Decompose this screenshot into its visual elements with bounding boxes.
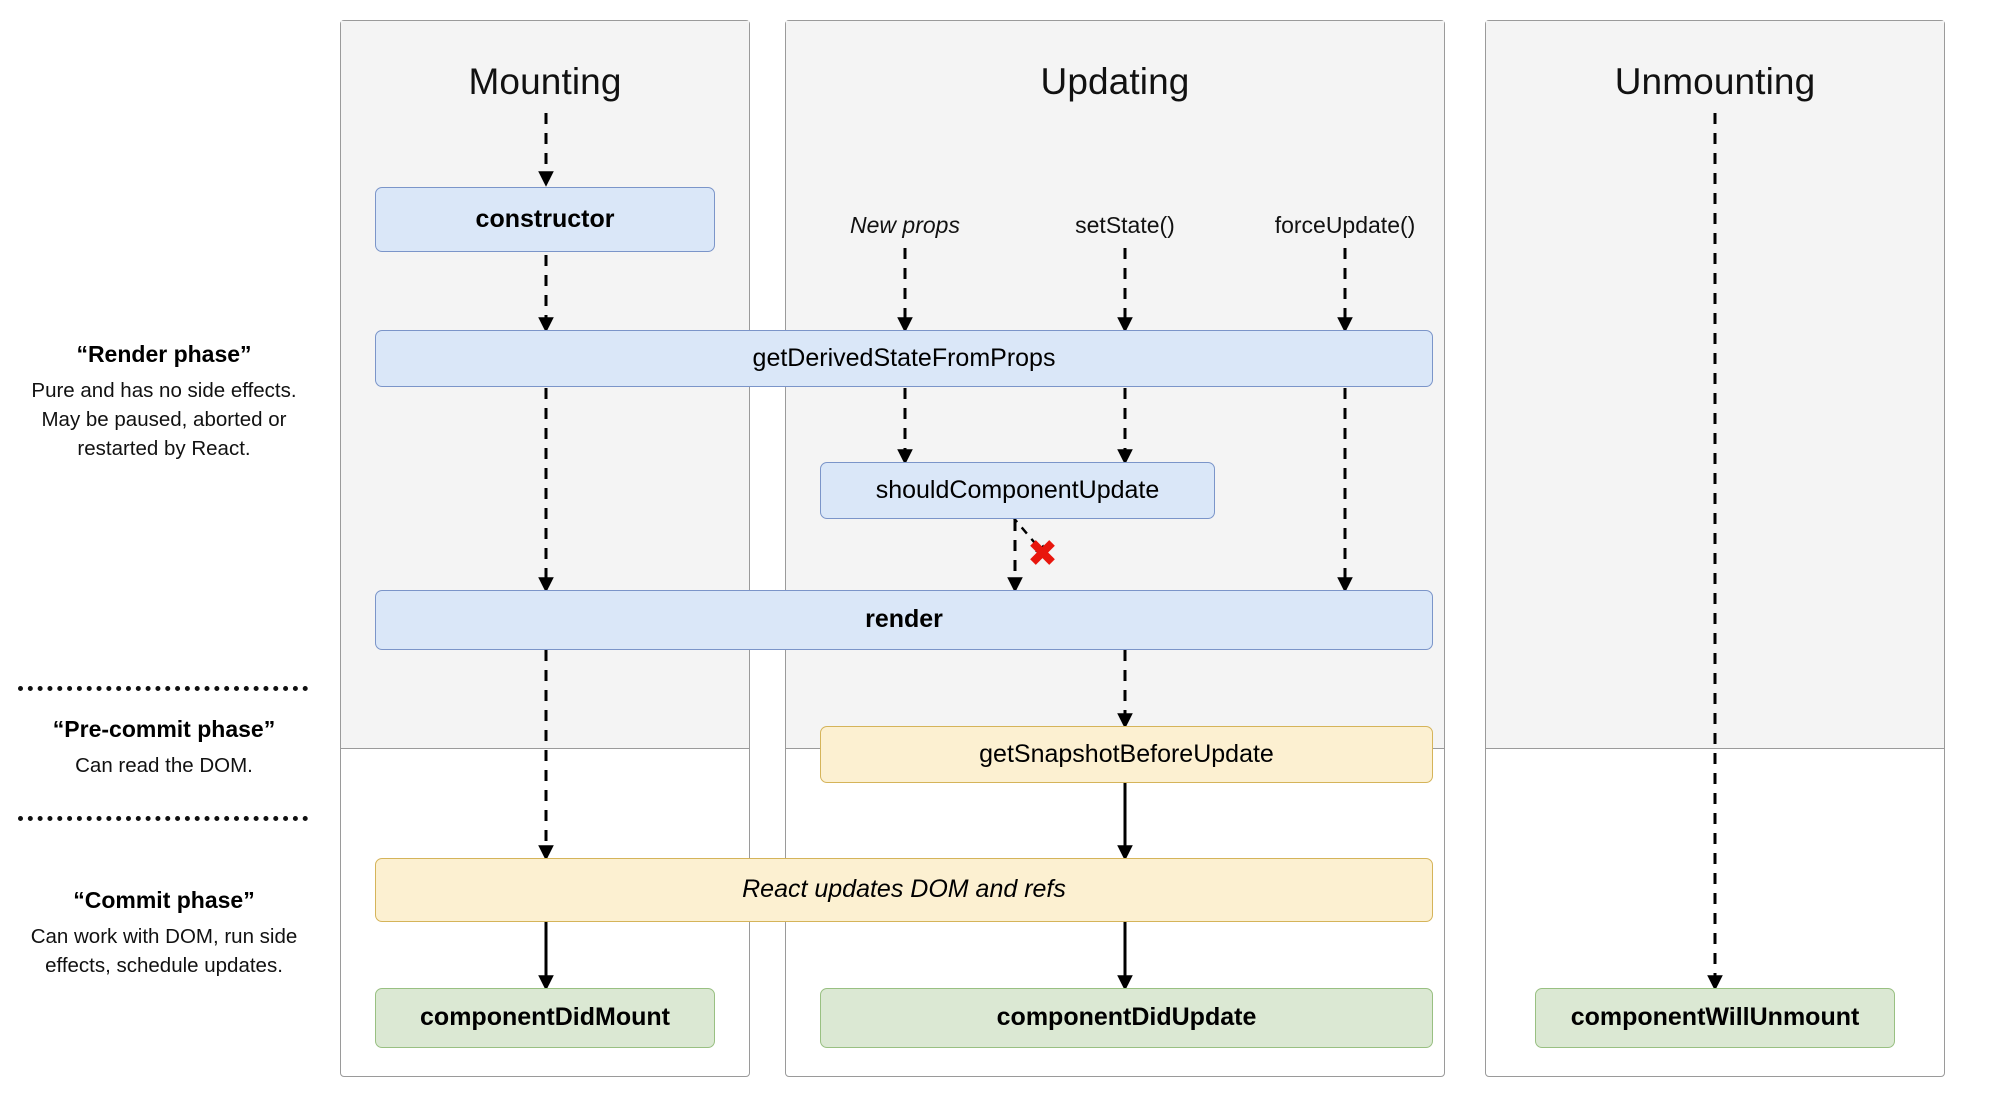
lifecycle-box-component-did-update[interactable]: componentDidUpdate — [820, 988, 1433, 1048]
skip-render-cross-icon: ✖ — [1027, 532, 1059, 575]
lifecycle-box-react-updates-dom[interactable]: React updates DOM and refs — [375, 858, 1433, 922]
lifecycle-box-component-did-mount[interactable]: componentDidMount — [375, 988, 715, 1048]
panel-unmounting-render-shade — [1486, 21, 1944, 749]
phase-block-commit: “Commit phase” Can work with DOM, run si… — [14, 886, 314, 980]
trigger-label-new-props: New props — [850, 212, 960, 238]
phase-title-pre-commit: “Pre-commit phase” — [52, 716, 276, 742]
lifecycle-box-component-will-unmount[interactable]: componentWillUnmount — [1535, 988, 1895, 1048]
phase-desc-pre-commit: Can read the DOM. — [75, 753, 253, 777]
phase-divider-top — [18, 686, 308, 691]
phase-desc-render: Pure and has no side effects. May be pau… — [31, 378, 297, 460]
trigger-label-set-state: setState() — [1075, 212, 1175, 238]
column-title-unmounting: Unmounting — [1614, 61, 1816, 102]
phase-divider-bottom — [18, 816, 308, 821]
lifecycle-box-get-derived-state-from-props[interactable]: getDerivedStateFromProps — [375, 330, 1433, 387]
lifecycle-box-get-snapshot-before-update[interactable]: getSnapshotBeforeUpdate — [820, 726, 1433, 783]
phase-block-pre-commit: “Pre-commit phase” Can read the DOM. — [14, 715, 314, 780]
lifecycle-box-render[interactable]: render — [375, 590, 1433, 650]
phase-block-render: “Render phase” Pure and has no side effe… — [14, 340, 314, 463]
phase-title-render: “Render phase” — [76, 341, 252, 367]
column-title-updating: Updating — [1040, 61, 1190, 102]
phase-title-commit: “Commit phase” — [73, 887, 255, 913]
trigger-label-force-update: forceUpdate() — [1274, 212, 1416, 238]
column-title-mounting: Mounting — [468, 61, 622, 102]
phase-desc-commit: Can work with DOM, run side effects, sch… — [30, 924, 298, 977]
lifecycle-box-constructor[interactable]: constructor — [375, 187, 715, 252]
lifecycle-box-should-component-update[interactable]: shouldComponentUpdate — [820, 462, 1215, 519]
panel-unmounting: Unmounting — [1485, 20, 1945, 1077]
